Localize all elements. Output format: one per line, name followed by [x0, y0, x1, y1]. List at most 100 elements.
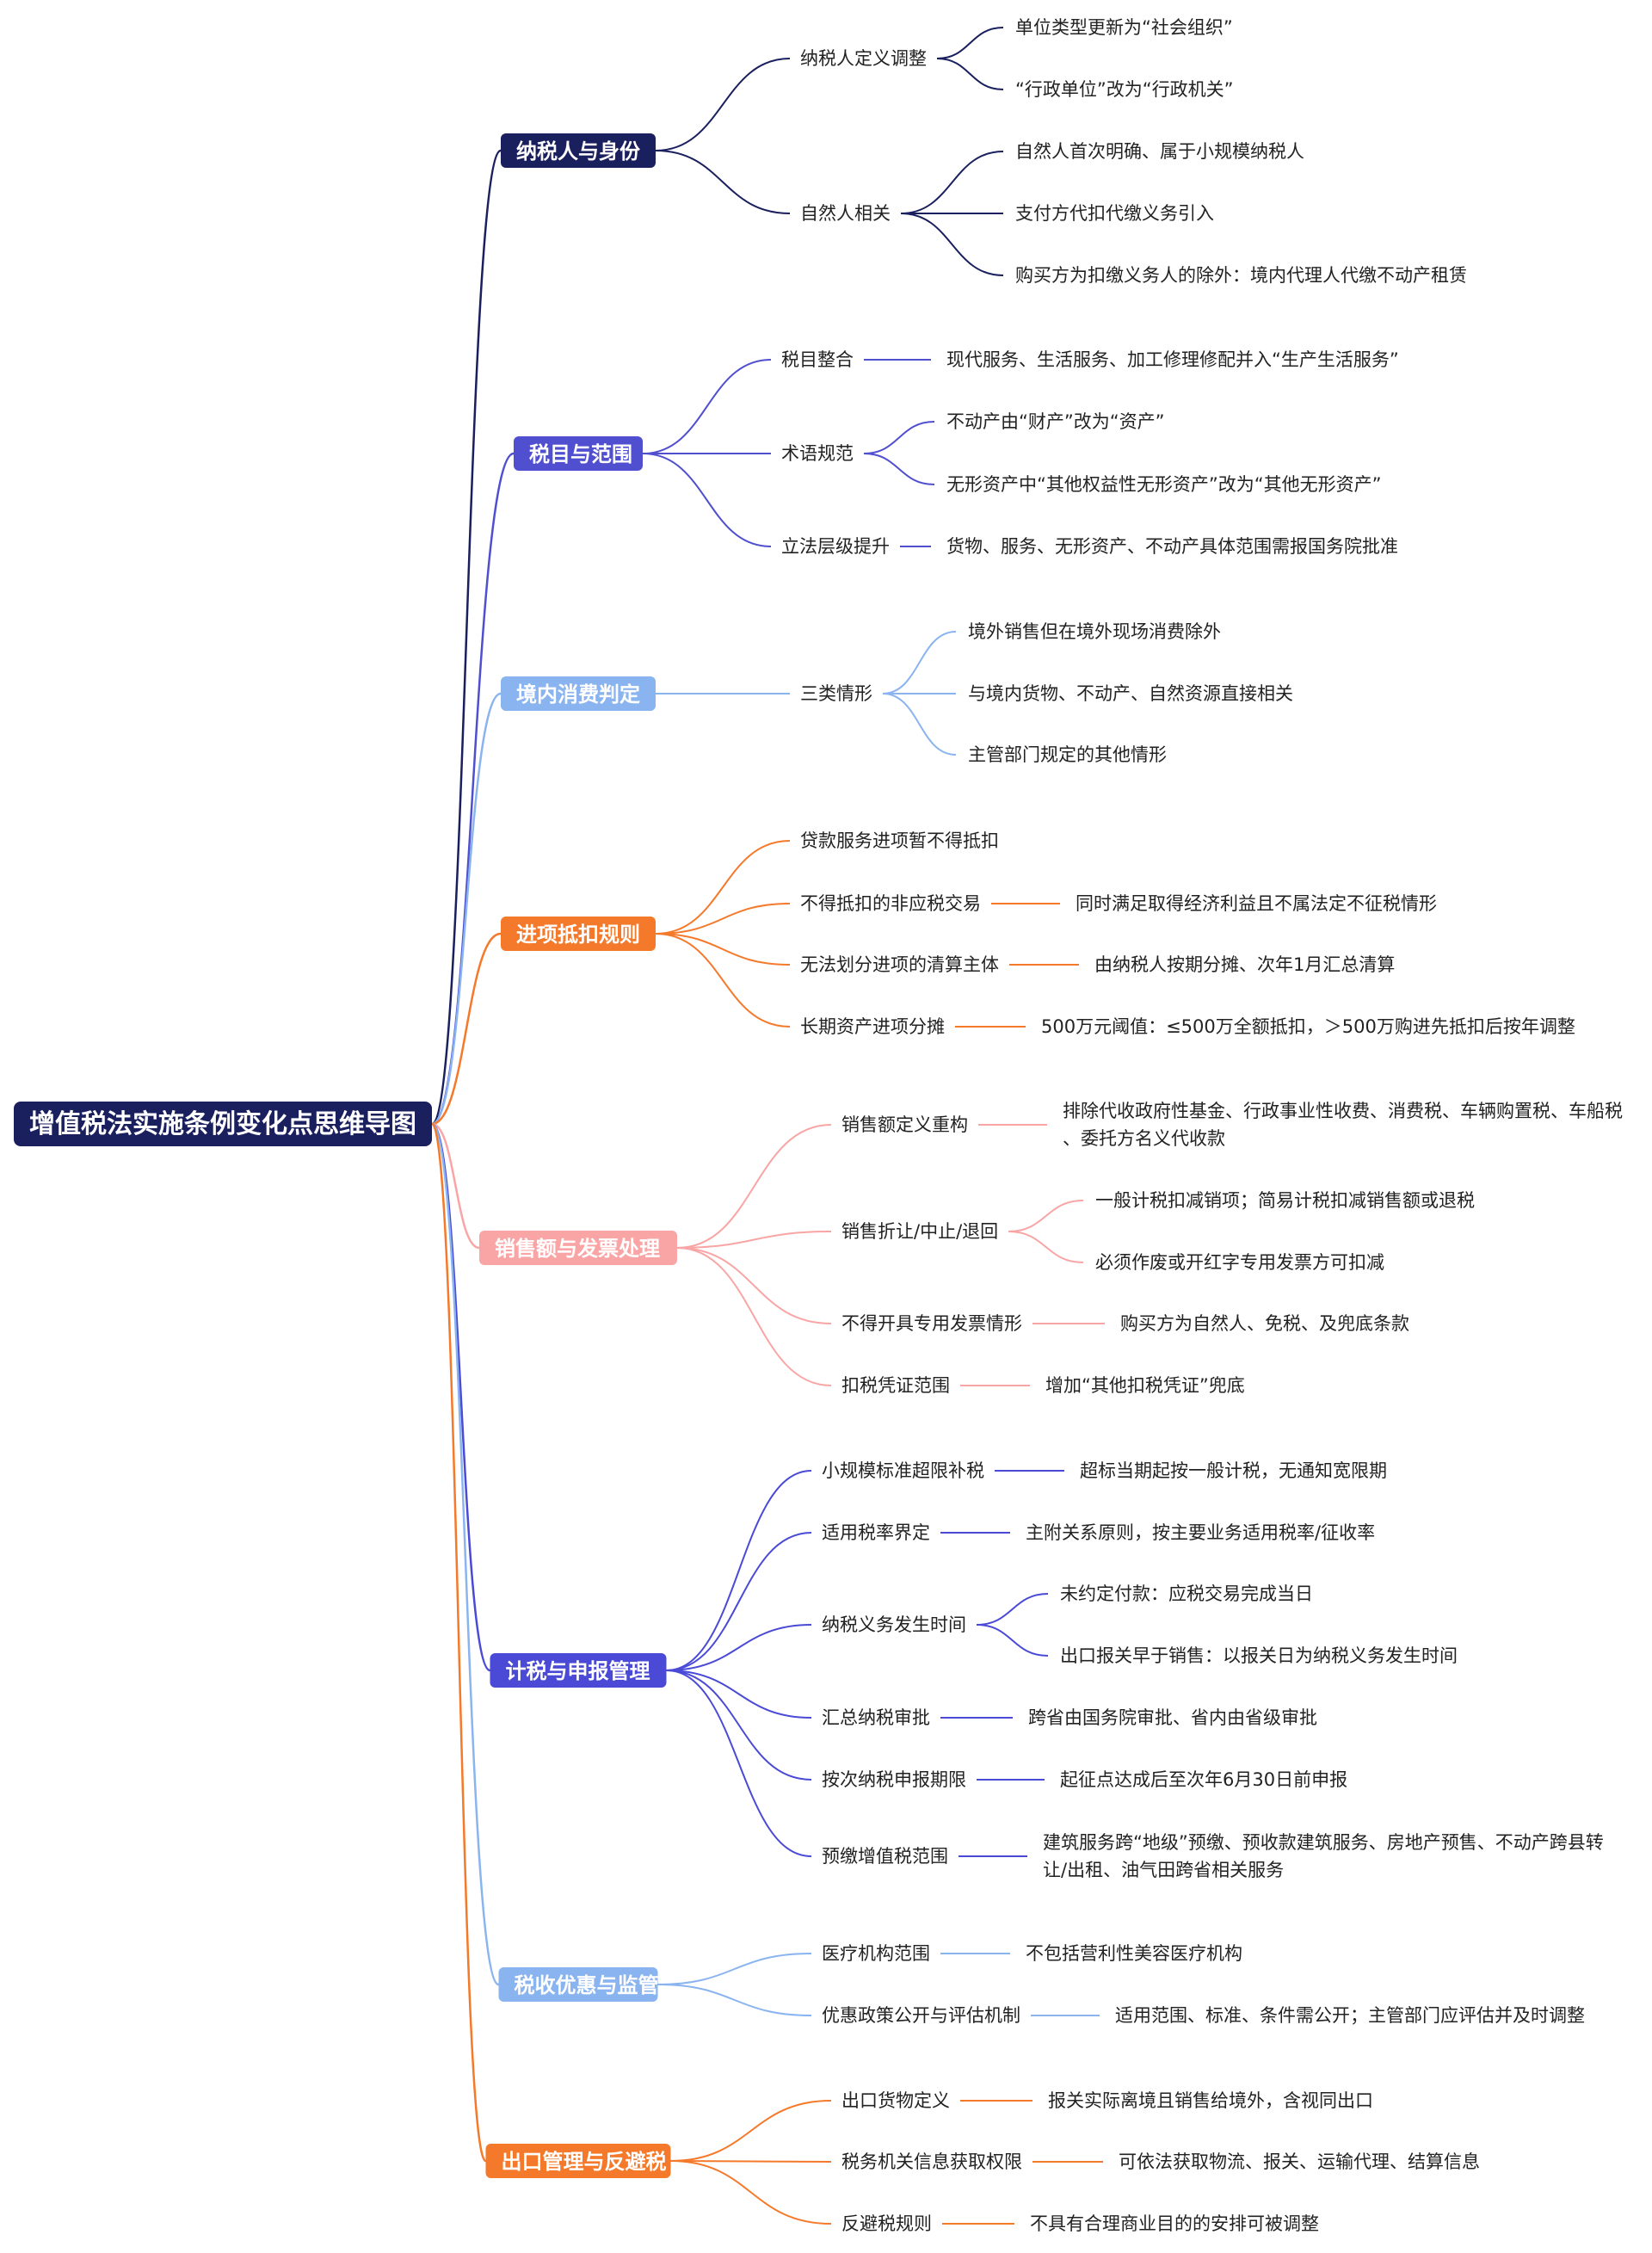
root-branch-connector — [431, 692, 502, 1126]
detail-label: 由纳税人按期分摊、次年1月汇总清算 — [1094, 954, 1395, 975]
detail-label: 适用范围、标准、条件需公开；主管部门应评估并及时调整 — [1115, 2005, 1585, 2026]
detail-label: 跨省由国务院审批、省内由省级审批 — [1028, 1707, 1317, 1728]
subtopic-label[interactable]: 销售额定义重构 — [841, 1114, 968, 1135]
detail-label: 不包括营利性美容医疗机构 — [1026, 1943, 1242, 1964]
subtopic-label[interactable]: 三类情形 — [800, 683, 872, 704]
branch-node[interactable] — [514, 436, 643, 471]
detail-label: 排除代收政府性基金、行政事业性收费、消费税、车辆购置税、车船税 — [1063, 1101, 1623, 1121]
root-label: 增值税法实施条例变化点思维导图 — [29, 1109, 416, 1139]
branch-child-connector — [655, 903, 791, 935]
root-node[interactable] — [14, 1102, 432, 1146]
branch-child-connector — [666, 1670, 812, 1781]
subtopic-label[interactable]: 医疗机构范围 — [822, 1943, 930, 1964]
subtopic-label[interactable]: 反避税规则 — [841, 2213, 932, 2234]
subtopic-label[interactable]: 汇总纳税审批 — [822, 1707, 930, 1728]
leaf-connector — [936, 58, 1004, 90]
branch-child-connector — [657, 1984, 812, 2016]
detail-label: 、委托方名义代收款 — [1063, 1128, 1225, 1149]
branch-child-connector — [676, 1247, 832, 1324]
leaf-connector — [1008, 1200, 1084, 1232]
detail-label: 一般计税扣减销项；简易计税扣减销售额或退税 — [1095, 1190, 1475, 1211]
detail-label: 未约定付款：应税交易完成当日 — [1060, 1583, 1313, 1604]
subtopic-label[interactable]: 贷款服务进项暂不得抵扣 — [800, 830, 999, 851]
branch-node[interactable] — [490, 1653, 667, 1688]
detail-label: 报关实际离境且销售给境外，含视同出口 — [1048, 2090, 1373, 2111]
branch-child-connector — [666, 1670, 812, 1857]
detail-label: 现代服务、生活服务、加工修理修配并入“生产生活服务” — [946, 349, 1399, 370]
subtopic-label[interactable]: 税务机关信息获取权限 — [841, 2151, 1022, 2172]
subtopic-label[interactable]: 纳税人定义调整 — [800, 48, 927, 69]
subtopic-label[interactable]: 出口货物定义 — [841, 2090, 950, 2111]
branch-node[interactable] — [498, 1967, 658, 2002]
detail-label: 主附关系原则，按主要业务适用税率/征收率 — [1026, 1522, 1375, 1543]
leaf-connector — [882, 631, 957, 694]
detail-label: 单位类型更新为“社会组织” — [1015, 17, 1233, 38]
subtopic-label[interactable]: 扣税凭证范围 — [841, 1375, 950, 1396]
node-layer: 增值税法实施条例变化点思维导图纳税人与身份纳税人定义调整单位类型更新为“社会组织… — [14, 17, 1623, 2234]
detail-label: 主管部门规定的其他情形 — [968, 744, 1167, 765]
branch-label: 销售额与发票处理 — [495, 1237, 660, 1261]
subtopic-label[interactable]: 预缴增值税范围 — [822, 1846, 948, 1867]
branch-child-connector — [676, 1231, 832, 1249]
branch-label: 出口管理与反避税 — [502, 2150, 667, 2174]
subtopic-label[interactable]: 适用税率界定 — [822, 1522, 930, 1543]
branch-child-connector — [666, 1624, 812, 1671]
leaf-connector — [976, 1624, 1049, 1657]
subtopic-label[interactable]: 自然人相关 — [800, 203, 891, 224]
branch-child-connector — [642, 453, 772, 547]
branch-child-connector — [655, 933, 791, 1028]
branch-child-connector — [657, 1953, 812, 1985]
subtopic-label[interactable]: 无法划分进项的清算主体 — [800, 954, 999, 975]
detail-label: 不具有合理商业目的的安排可被调整 — [1030, 2213, 1319, 2234]
subtopic-label[interactable]: 术语规范 — [781, 443, 854, 464]
branch-child-connector — [676, 1247, 832, 1386]
detail-label: 超标当期起按一般计税，无通知宽限期 — [1080, 1460, 1387, 1481]
connector-layer — [430, 27, 1105, 2225]
branch-child-connector — [666, 1470, 812, 1671]
subtopic-label[interactable]: 纳税义务发生时间 — [822, 1614, 966, 1635]
subtopic-label[interactable]: 按次纳税申报期限 — [822, 1769, 966, 1790]
root-branch-connector — [431, 452, 515, 1126]
detail-label: 增加“其他扣税凭证”兜底 — [1045, 1375, 1245, 1396]
leaf-connector — [900, 151, 1004, 214]
detail-label: 必须作废或开红字专用发票方可扣减 — [1095, 1252, 1384, 1273]
branch-child-connector — [666, 1670, 812, 1719]
branch-node[interactable] — [501, 917, 656, 951]
leaf-connector — [863, 453, 935, 485]
branch-label: 税收优惠与监管 — [515, 1973, 659, 1997]
branch-label: 进项抵扣规则 — [516, 923, 640, 947]
branch-node[interactable] — [479, 1231, 677, 1265]
branch-label: 境内消费判定 — [516, 682, 640, 707]
detail-label: 境外销售但在境外现场消费除外 — [968, 621, 1221, 642]
subtopic-label[interactable]: 税目整合 — [781, 349, 854, 370]
leaf-connector — [882, 693, 957, 756]
detail-label: 自然人首次明确、属于小规模纳税人 — [1015, 141, 1304, 162]
detail-label: 货物、服务、无形资产、不动产具体范围需报国务院批准 — [946, 536, 1398, 557]
subtopic-label[interactable]: 立法层级提升 — [781, 536, 890, 557]
branch-node[interactable] — [501, 133, 656, 168]
branch-child-connector — [655, 150, 791, 214]
root-branch-connector — [430, 1122, 487, 2163]
detail-label: 支付方代扣代缴义务引入 — [1015, 203, 1214, 224]
subtopic-label[interactable]: 不得抵扣的非应税交易 — [800, 893, 981, 914]
subtopic-label[interactable]: 小规模标准超限补税 — [822, 1460, 984, 1481]
branch-node[interactable] — [485, 2144, 671, 2178]
root-branch-connector — [430, 149, 502, 1126]
subtopic-label[interactable]: 优惠政策公开与评估机制 — [822, 2005, 1020, 2026]
root-branch-connector — [431, 1122, 491, 1672]
branch-node[interactable] — [501, 676, 656, 711]
detail-label: 同时满足取得经济利益且不属法定不征税情形 — [1076, 893, 1437, 914]
detail-label: 建筑服务跨“地级”预缴、预收款建筑服务、房地产预售、不动产跨县转 — [1043, 1832, 1604, 1853]
subtopic-label[interactable]: 不得开具专用发票情形 — [841, 1313, 1022, 1334]
branch-child-connector — [655, 840, 791, 935]
subtopic-label[interactable]: 长期资产进项分摊 — [800, 1016, 945, 1037]
subtopic-label[interactable]: 销售折让/中止/退回 — [841, 1221, 998, 1242]
branch-child-connector — [670, 2160, 832, 2225]
detail-label: “行政单位”改为“行政机关” — [1015, 79, 1234, 100]
leaf-connector — [863, 421, 935, 454]
detail-label: 可依法获取物流、报关、运输代理、结算信息 — [1119, 2151, 1480, 2172]
branch-child-connector — [642, 359, 772, 454]
detail-label: 与境内货物、不动产、自然资源直接相关 — [968, 683, 1293, 704]
branch-label: 计税与申报管理 — [506, 1659, 650, 1683]
